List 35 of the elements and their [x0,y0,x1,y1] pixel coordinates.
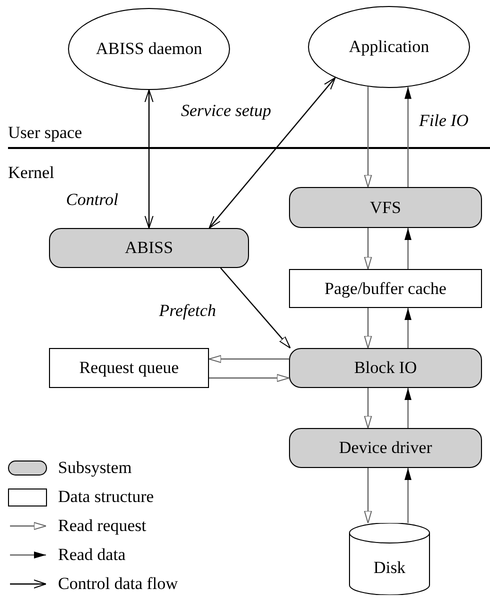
arrow [404,228,412,269]
arrow [364,86,372,188]
legend-label: Data structure [58,488,154,505]
legend-label: Read data [58,546,126,563]
process-ellipse: ABISS daemon [68,8,230,90]
arrow [208,355,289,363]
legend-label: Control data flow [58,575,178,592]
legend-label: Read request [58,517,146,534]
arrow [404,468,412,523]
arrow [209,374,290,382]
arrow [404,86,412,187]
subsystem-box: Block IO [289,348,482,388]
disk-cylinder: Disk [349,523,430,595]
data-structure-box: Request queue [49,348,209,388]
edge-label: Prefetch [158,302,217,319]
edge-label: Control [65,191,120,208]
arrow [144,90,154,228]
subsystem-box: ABISS [49,228,249,268]
section-label: User space [8,124,82,141]
edge-label: File IO [418,112,470,129]
subsystem-box: VFS [289,187,482,228]
arrow [404,308,412,348]
edge-label: Service setup [180,102,272,119]
subsystem-box: Device driver [289,428,482,468]
arrow [364,308,372,348]
legend-label: Subsystem [58,459,132,476]
data-structure-box: Page/buffer cache [289,269,482,308]
section-label: Kernel [8,164,54,181]
arrow [364,388,372,428]
arrow [208,77,336,228]
arrow [364,228,372,270]
arrow [404,388,412,428]
process-ellipse: Application [308,6,470,88]
arrow [220,268,291,348]
arrow [364,468,372,524]
